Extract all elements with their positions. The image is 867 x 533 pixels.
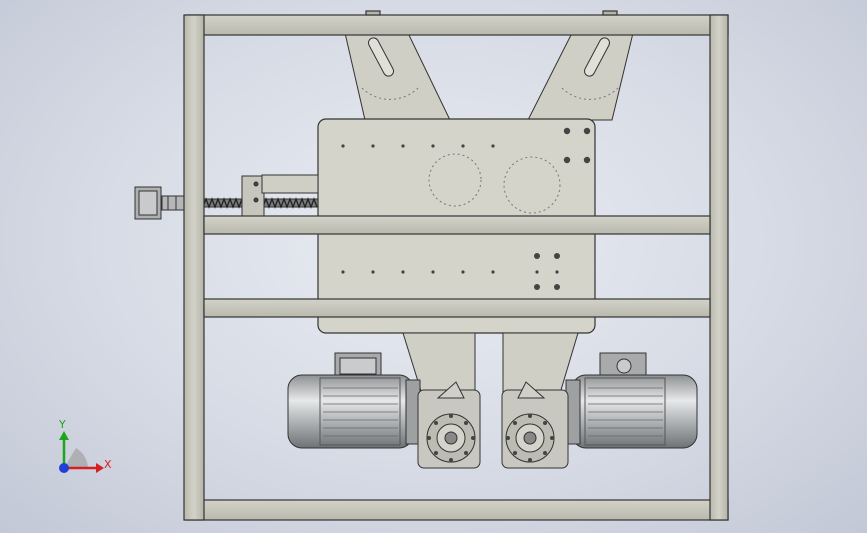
plate-holes-lower bbox=[341, 253, 560, 290]
plate-bolt-circle bbox=[428, 153, 482, 207]
left-upper-arm bbox=[344, 32, 451, 121]
right-drive-unit bbox=[501, 352, 698, 469]
reference-triad[interactable]: X Y bbox=[58, 418, 112, 473]
left-motor-body bbox=[287, 374, 414, 449]
plate-holes-upper bbox=[341, 127, 591, 164]
triad-y-label: Y bbox=[58, 418, 66, 431]
nut-bracket bbox=[261, 174, 319, 194]
left-arm-arc bbox=[361, 87, 419, 100]
plate-large-bore bbox=[503, 156, 561, 214]
frame-left-post bbox=[183, 14, 205, 521]
triad-y-arrow bbox=[59, 431, 69, 440]
right-motor-body bbox=[571, 374, 698, 449]
left-drive-unit bbox=[287, 352, 481, 469]
right-arm-arc bbox=[561, 87, 619, 100]
triad-z-axis bbox=[59, 463, 69, 473]
steel-frame bbox=[183, 10, 729, 521]
left-arm-slot bbox=[367, 37, 395, 77]
right-upper-arm bbox=[527, 32, 634, 121]
right-arm-slot bbox=[583, 37, 611, 77]
upper-v-arms bbox=[344, 32, 634, 121]
frame-right-post bbox=[709, 14, 729, 521]
triad-x-arrow bbox=[96, 463, 104, 473]
lead-screw-assembly bbox=[134, 174, 319, 220]
coupling bbox=[161, 195, 185, 211]
triad-rotation-arc bbox=[64, 448, 88, 468]
screw-nut-block bbox=[241, 175, 265, 217]
frame-top-rail bbox=[185, 14, 729, 36]
frame-bottom-rail bbox=[185, 499, 729, 521]
triad-x-label: X bbox=[104, 458, 112, 471]
frame-crossbar-lower bbox=[203, 298, 711, 318]
frame-crossbar-upper bbox=[203, 215, 711, 235]
